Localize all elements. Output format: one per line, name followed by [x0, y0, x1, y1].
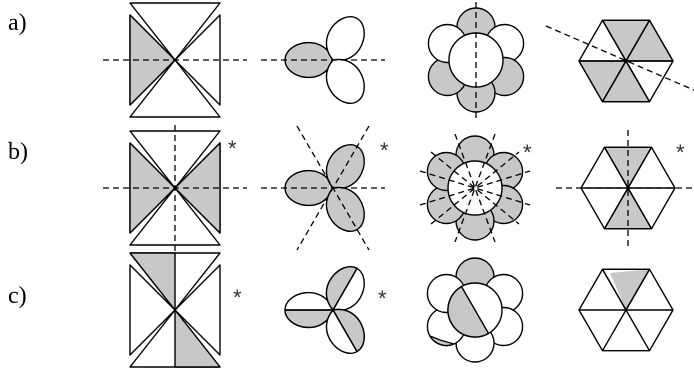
- row-label-b: b): [8, 139, 28, 165]
- star-b1: *: [228, 136, 237, 161]
- star-b3: *: [523, 140, 532, 165]
- flower-figure-c: [426, 257, 524, 363]
- flower-figure-b: [419, 133, 531, 243]
- star-c2: *: [378, 286, 387, 311]
- star-c1: *: [233, 285, 242, 310]
- row-label-a: a): [8, 10, 27, 36]
- hexagon-figure-c: [578, 268, 674, 352]
- flower-figure-a: [427, 2, 525, 118]
- hourglass-figure-b: [103, 125, 247, 266]
- star-b4: *: [676, 140, 685, 165]
- petal-figure-a: [261, 9, 385, 111]
- hexagon-figure-b: [556, 130, 694, 250]
- petal-figure-b: [261, 125, 385, 251]
- petal-figure-c: [284, 259, 373, 361]
- star-b2: *: [380, 138, 389, 163]
- hourglass-figure-c: [129, 252, 221, 368]
- hexagon-figure-a: [545, 19, 694, 103]
- hourglass-figure-a: [103, 2, 247, 118]
- row-label-c: c): [8, 283, 27, 309]
